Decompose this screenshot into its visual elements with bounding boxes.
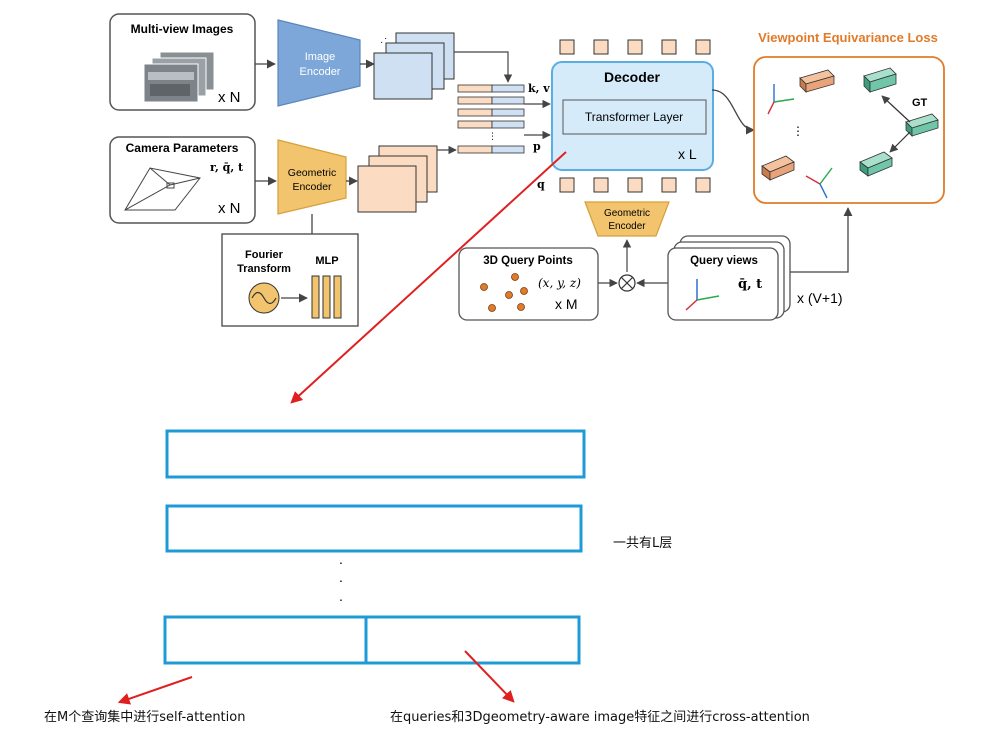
query-points-box: 3D Query Points (x, y, z) x M xyxy=(458,247,599,321)
self-attention-note: 在M个查询集中进行self-attention xyxy=(44,710,246,725)
mlp-label: MLP xyxy=(315,255,338,267)
geometric-feature-stack xyxy=(357,145,438,213)
sine-wave-icon xyxy=(248,282,280,314)
query-views-symbols: q̄, t xyxy=(738,277,762,292)
multiview-images-box: Multi-view Images x N xyxy=(109,13,256,111)
pointer-arrow-self-attn xyxy=(117,676,193,705)
pointer-arrow-cross-attn xyxy=(464,650,515,703)
fourier-mlp-box: Fourier Transform MLP xyxy=(221,233,359,327)
decoder-title: Decoder xyxy=(604,69,661,85)
loss-dots: ⋮ xyxy=(792,124,804,138)
cube-orange-top xyxy=(799,69,835,93)
image-feature-stack: · · xyxy=(373,32,455,100)
decoder-layers xyxy=(163,429,586,665)
key-value-tokens: ⋮ xyxy=(457,84,525,154)
pointer-arrow-main xyxy=(290,151,567,404)
svg-text:⋮: ⋮ xyxy=(488,131,497,141)
gt-label: GT xyxy=(912,97,928,109)
query-points-title: 3D Query Points xyxy=(483,255,572,267)
layer-1 xyxy=(165,429,586,479)
query-views-count: x (V+1) xyxy=(797,290,843,306)
cube-teal-bottom xyxy=(859,151,893,177)
multiview-title: Multi-view Images xyxy=(131,22,234,36)
transformer-layer-label: Transformer Layer xyxy=(585,110,683,124)
axes-icon xyxy=(685,279,720,311)
axes-icon-bottom xyxy=(805,167,833,199)
query-points-coords: (x, y, z) xyxy=(538,276,581,290)
image-stack-icon xyxy=(143,51,215,103)
query-points-dots xyxy=(480,273,528,312)
geo-small-line1: Geometric xyxy=(604,208,650,219)
query-points-count: x M xyxy=(555,296,578,312)
image-encoder: Image Encoder xyxy=(277,19,361,107)
loss-box: GT ⋮ xyxy=(753,56,945,204)
image-encoder-line2: Encoder xyxy=(300,66,341,78)
decoder-count: x L xyxy=(678,146,697,162)
kv-label: k, v xyxy=(528,82,550,95)
image-encoder-line1: Image xyxy=(305,51,336,63)
query-views-box: Query views q̄, t xyxy=(667,235,791,321)
layer-L xyxy=(163,615,581,665)
geometric-encoder-line2: Encoder xyxy=(292,181,332,193)
layer-2 xyxy=(165,504,583,553)
svg-text:·: · xyxy=(380,37,383,48)
axes-icon-top xyxy=(767,84,795,115)
vertical-dot-1: · xyxy=(339,554,344,570)
combine-operator-icon xyxy=(618,274,636,292)
geometric-encoder: Geometric Encoder xyxy=(277,139,347,215)
query-tokens-bottom xyxy=(559,177,711,193)
vertical-dot-3: · xyxy=(339,591,344,607)
camera-frustum-icon xyxy=(124,167,201,211)
camera-title: Camera Parameters xyxy=(126,141,239,155)
camera-count: x N xyxy=(218,200,241,217)
multiview-count: x N xyxy=(218,89,241,106)
layers-note: 一共有L层 xyxy=(613,536,673,551)
geometric-encoder-line1: Geometric xyxy=(288,167,336,179)
decoder-block: Decoder Transformer Layer x L xyxy=(551,61,714,171)
cube-teal-top xyxy=(863,67,897,93)
cube-orange-bottom xyxy=(761,155,795,181)
camera-parameters-box: Camera Parameters r, q̄, t x N xyxy=(109,136,256,224)
camera-symbols: r, q̄, t xyxy=(210,161,244,174)
query-tokens-top xyxy=(559,39,711,55)
p-label: p xyxy=(533,140,541,153)
query-views-title: Query views xyxy=(690,255,758,267)
svg-text:·: · xyxy=(384,33,387,44)
fourier-line2: Transform xyxy=(237,263,291,275)
q-label: q xyxy=(537,178,545,191)
loss-title: Viewpoint Equivariance Loss xyxy=(758,30,938,45)
cube-gt xyxy=(905,113,939,137)
geometric-encoder-small: Geometric Encoder xyxy=(584,201,670,237)
cross-attention-note: 在queries和3Dgeometry-aware image特征之间进行cro… xyxy=(390,710,810,725)
geo-small-line2: Encoder xyxy=(608,221,646,232)
fourier-line1: Fourier xyxy=(245,249,284,261)
mlp-bars-icon xyxy=(311,275,342,319)
vertical-dot-2: · xyxy=(339,572,344,588)
